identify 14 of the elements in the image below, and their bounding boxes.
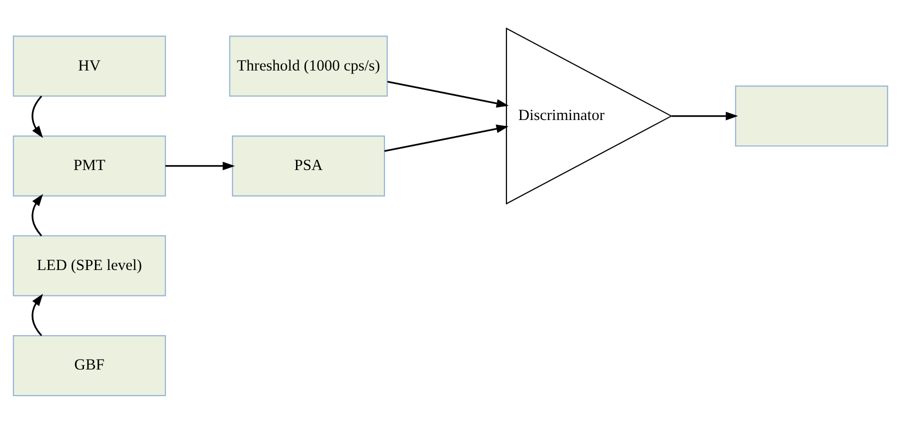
arrow (32, 193, 44, 236)
arrow (387, 80, 509, 108)
node-box: HV (12, 35, 166, 96)
arrow (165, 161, 235, 170)
node-box: LED (SPE level) (12, 234, 166, 296)
node-box: PMT (12, 134, 166, 196)
node-box: PSA (232, 134, 385, 196)
node-box: Threshold (1000 cps/s) (229, 35, 388, 96)
arrow (32, 95, 43, 138)
node-box (735, 85, 888, 146)
arrow (384, 124, 509, 152)
arrow (32, 293, 44, 336)
node-box: GBF (12, 334, 166, 396)
arrow (672, 111, 738, 120)
